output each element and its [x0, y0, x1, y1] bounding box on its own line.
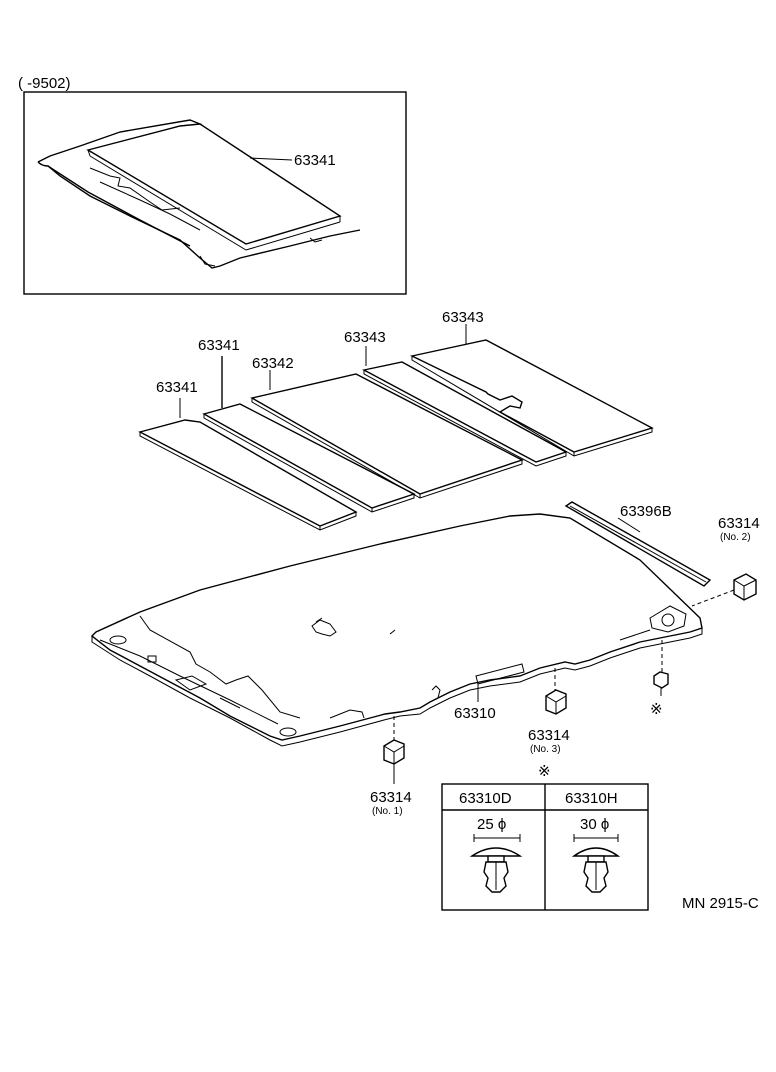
clip-no1 — [383, 716, 405, 784]
table-mark: ※ — [538, 763, 551, 780]
weatherstrip-leader — [617, 517, 641, 533]
panel-c-label: 63342 — [252, 355, 294, 372]
clip-no1-label: 63314 — [370, 789, 412, 806]
clip-no1-sublabel: (No. 1) — [372, 806, 403, 817]
panel-a — [138, 419, 358, 531]
table-col2-dim: 30 ϕ — [580, 816, 609, 833]
clip-no3-sublabel: (No. 3) — [530, 744, 561, 755]
clip-no2-sublabel: (No. 2) — [720, 532, 751, 543]
table-col1-dim: 25 ϕ — [477, 816, 506, 833]
panel-e — [409, 339, 654, 457]
insulation-panels: 63341 63341 63342 63343 63343 — [138, 309, 654, 531]
diagram-code: MN 2915-C — [682, 895, 759, 912]
clip-no3 — [545, 668, 567, 715]
inset-part-label: 63341 — [294, 152, 336, 169]
clip-no2-label: 63314 — [718, 515, 760, 532]
headliner-label: 63310 — [454, 705, 496, 722]
rear-clip — [653, 640, 669, 696]
panel-c — [250, 373, 524, 499]
headliner-body — [90, 513, 703, 741]
inset-box: ( -9502) 63341 — [18, 75, 407, 295]
clip-d-drawing — [469, 834, 523, 893]
inset-frame — [23, 91, 407, 295]
weatherstrip-label: 63396B — [620, 503, 672, 520]
panel-b-label: 63341 — [198, 337, 240, 354]
inset-period-label: ( -9502) — [18, 75, 71, 92]
clip-table: ※ 63310D 63310H 25 ϕ 30 ϕ — [441, 763, 649, 911]
weatherstrip — [564, 501, 712, 587]
inset-roof-sketch — [37, 119, 361, 269]
clip-h-drawing — [571, 834, 621, 893]
panel-e-label: 63343 — [442, 309, 484, 326]
panel-a-label: 63341 — [156, 379, 198, 396]
clip-no2 — [691, 573, 757, 607]
panel-d — [361, 361, 568, 467]
table-col2-part: 63310H — [565, 790, 618, 807]
headliner-assembly — [90, 513, 703, 747]
rear-clip-mark: ※ — [650, 701, 663, 718]
clip-no3-label: 63314 — [528, 727, 570, 744]
panel-d-label: 63343 — [344, 329, 386, 346]
inset-leader-line — [249, 157, 293, 161]
table-col1-part: 63310D — [459, 790, 512, 807]
